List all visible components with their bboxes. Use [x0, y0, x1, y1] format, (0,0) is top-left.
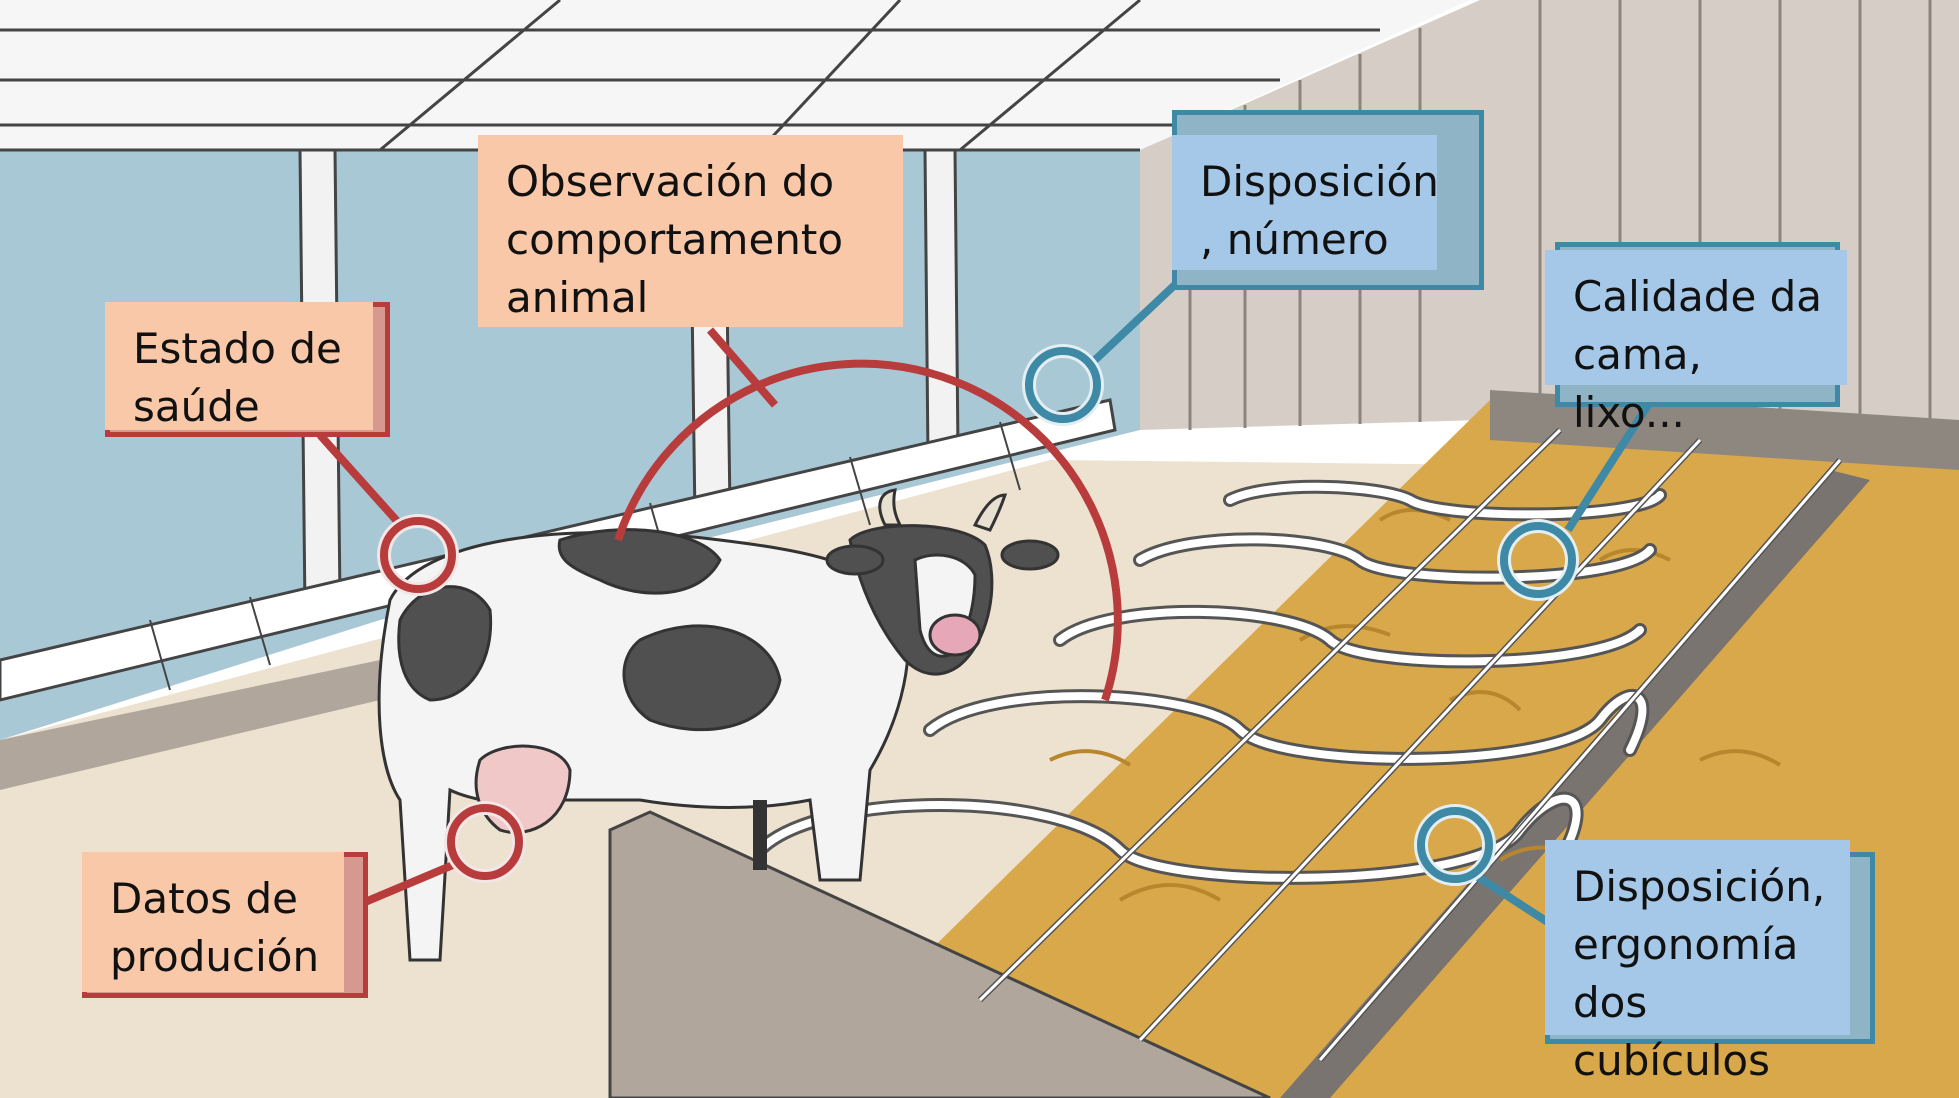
cow-muzzle	[928, 613, 982, 657]
health-label: Estado de saúde	[105, 302, 373, 431]
ceiling	[0, 0, 1470, 150]
cow-horn-right	[972, 493, 1008, 532]
behaviour-label: Observación do comportamento animal	[478, 135, 903, 327]
production-label: Datos de produción	[82, 852, 344, 992]
cow-spot-side	[622, 624, 782, 732]
cubicle-rails-inner	[978, 428, 1842, 1061]
cow-ear-right	[1000, 539, 1060, 571]
cubicles-label: Disposición, ergonomía dos cubículos	[1545, 840, 1850, 1085]
cow-spot-back	[557, 528, 722, 595]
cubicle-back-wall	[1490, 390, 1959, 470]
layout-number-label: Disposición , número	[1172, 135, 1439, 270]
callout-connectors	[317, 277, 1652, 934]
cow-horn-left	[878, 488, 903, 527]
cow-ear-left	[825, 544, 885, 576]
stall-divider	[1280, 470, 1870, 1098]
bedding-label: Calidade da cama, lixo...	[1545, 250, 1847, 437]
cubicle-loops-inner	[756, 482, 1664, 882]
front-partition	[608, 810, 1271, 1098]
feed-wall	[0, 660, 380, 790]
cow	[377, 488, 1060, 962]
